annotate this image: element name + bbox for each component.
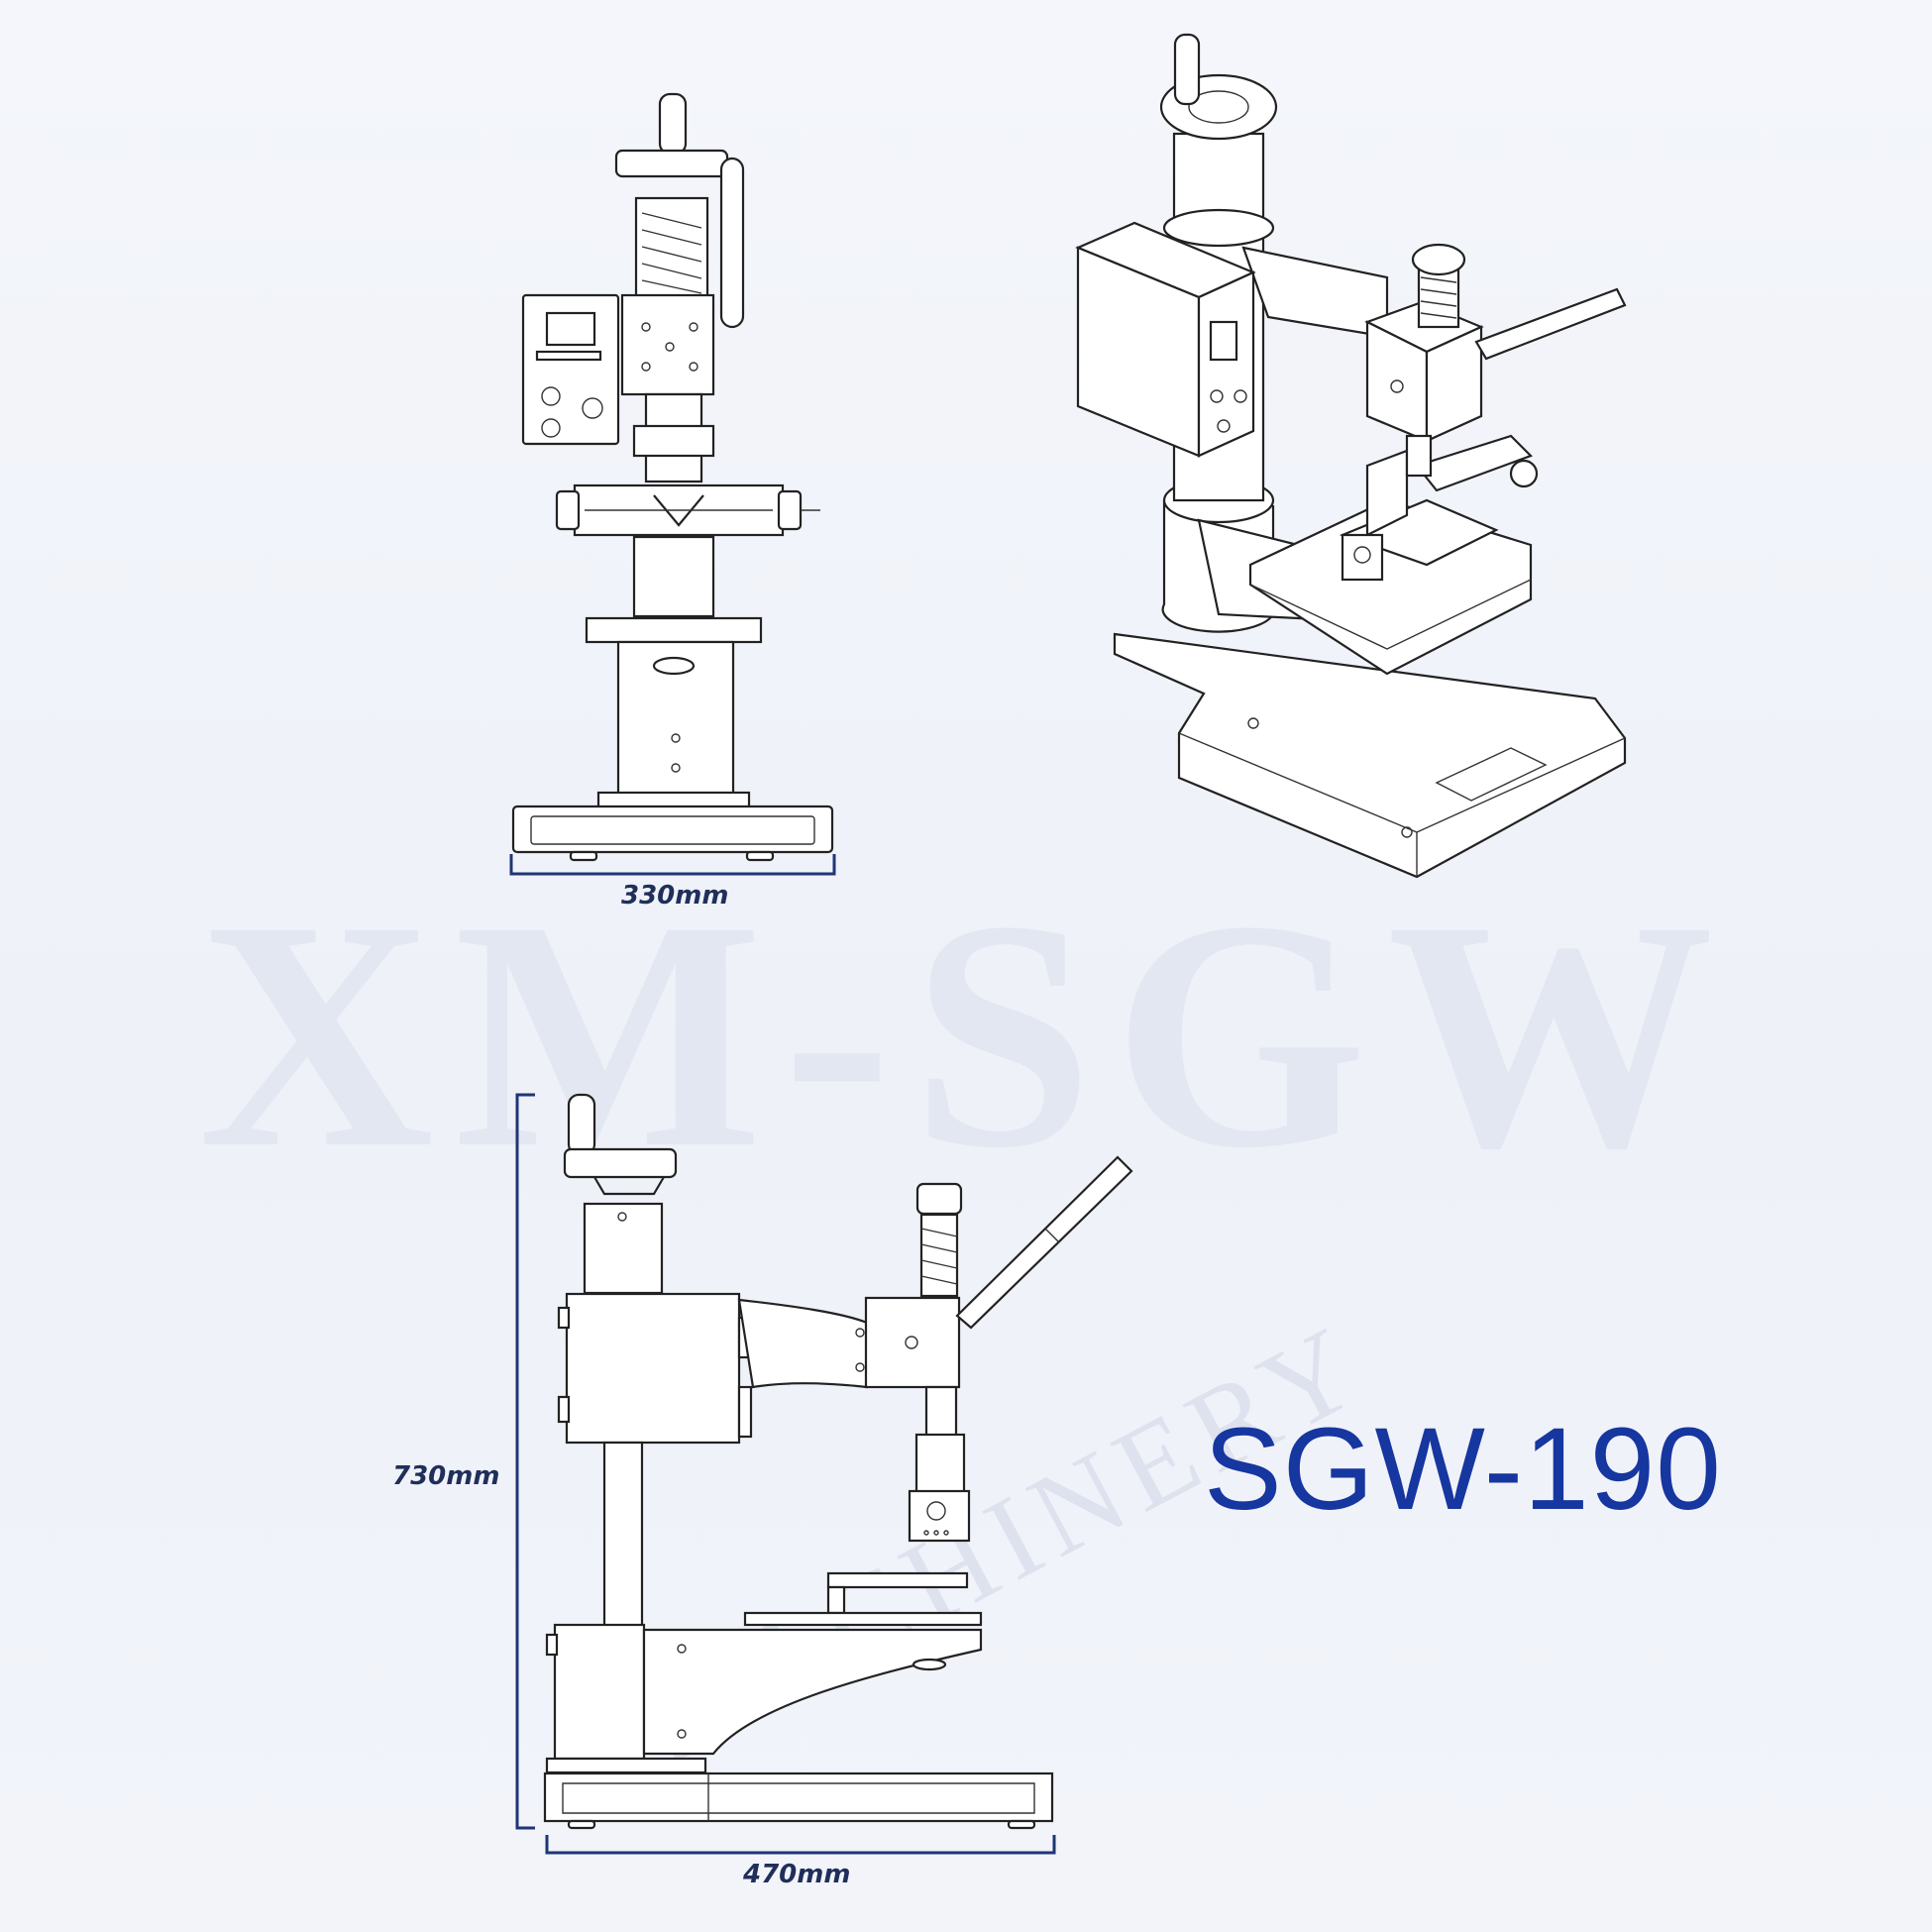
model-title: SGW-190: [1204, 1404, 1722, 1535]
dimension-front-width-label: 330mm: [621, 881, 729, 911]
dimension-side-height-label: 730mm: [392, 1461, 500, 1491]
front-view-drawing: [511, 92, 834, 862]
isometric-view-drawing: [1075, 33, 1627, 879]
dimension-front-width-line: [509, 854, 836, 876]
dimension-side-height-line: [515, 1093, 535, 1830]
dimension-side-width-label: 470mm: [743, 1860, 851, 1889]
brand-watermark: XM-SGW: [198, 854, 1734, 1216]
dimension-side-width-line: [545, 1835, 1056, 1855]
side-view-drawing: [543, 1093, 1133, 1830]
